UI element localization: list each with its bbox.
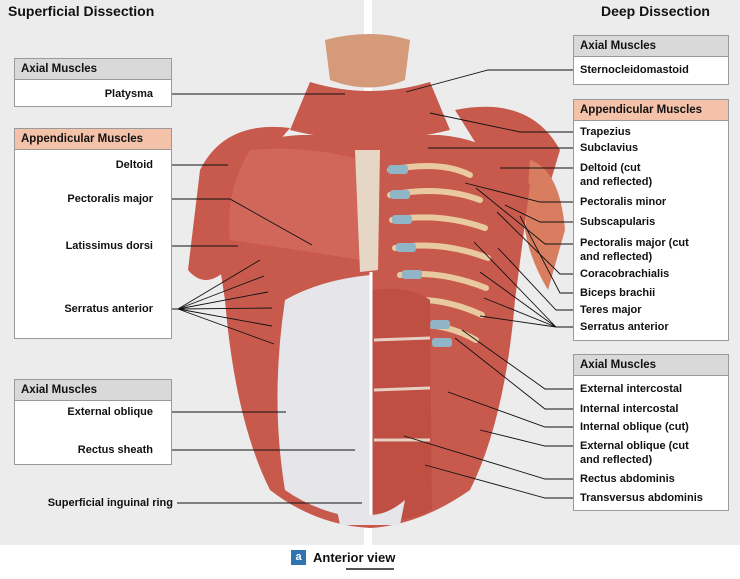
label-serratus-anterior-left: Serratus anterior xyxy=(64,303,153,315)
caption-area xyxy=(0,545,740,579)
right-axial-muscles-box-1: Axial Muscles xyxy=(573,35,729,85)
figure-caption: a Anterior view xyxy=(291,548,395,566)
box-header: Appendicular Muscles xyxy=(15,129,171,150)
tendinous-intersections xyxy=(373,336,431,442)
label-internal-oblique-cut: Internal oblique (cut) xyxy=(580,421,689,433)
leader-lines-right xyxy=(403,69,574,499)
label-external-oblique-cut-reflected: External oblique (cut and reflected) xyxy=(580,440,689,466)
rectus-abdominis-shape xyxy=(372,288,432,522)
label-external-oblique: External oblique xyxy=(67,406,153,418)
left-pectoralis-major-shape xyxy=(229,148,360,260)
label-internal-intercostal: Internal intercostal xyxy=(580,403,679,415)
box-header: Axial Muscles xyxy=(574,355,728,376)
label-coracobrachialis: Coracobrachialis xyxy=(580,268,670,280)
deep-dissection-title: Deep Dissection xyxy=(601,3,710,19)
superficial-dissection-title: Superficial Dissection xyxy=(8,3,155,19)
rectus-sheath-shape xyxy=(277,275,372,520)
right-axial-muscles-box-2: Axial Muscles xyxy=(573,354,729,511)
box-header: Axial Muscles xyxy=(574,36,728,57)
left-axial-muscles-box-2: Axial Muscles xyxy=(14,379,172,465)
head-shape xyxy=(325,34,410,88)
label-rectus-abdominis: Rectus abdominis xyxy=(580,473,675,485)
label-pectoralis-minor: Pectoralis minor xyxy=(580,196,667,208)
label-deltoid: Deltoid xyxy=(115,159,153,171)
right-arm-shape xyxy=(525,160,565,290)
box-header: Axial Muscles xyxy=(15,380,171,401)
label-teres-major: Teres major xyxy=(580,304,642,316)
label-external-intercostal: External intercostal xyxy=(580,383,683,395)
costal-cartilage xyxy=(388,165,452,347)
caption-text: Anterior view xyxy=(313,549,396,565)
label-subclavius: Subclavius xyxy=(580,142,639,154)
label-transversus-abdominis: Transversus abdominis xyxy=(580,492,703,504)
label-subscapularis: Subscapularis xyxy=(580,216,656,228)
label-rectus-sheath: Rectus sheath xyxy=(77,444,153,456)
caption-badge: a xyxy=(291,549,306,565)
label-biceps-brachii: Biceps brachii xyxy=(580,287,656,299)
label-trapezius: Trapezius xyxy=(580,126,631,138)
label-pectoralis-major: Pectoralis major xyxy=(67,193,153,205)
label-pectoralis-major-cut-reflected: Pectoralis major (cut and reflected) xyxy=(580,237,689,263)
sternum-shape xyxy=(355,150,380,272)
label-latissimus-dorsi: Latissimus dorsi xyxy=(65,240,153,252)
right-appendicular-muscles-box: Appendicular Muscles xyxy=(573,99,729,341)
label-deltoid-cut-reflected: Deltoid (cut and reflected) xyxy=(580,162,653,188)
box-header: Appendicular Muscles xyxy=(574,100,728,121)
left-axial-muscles-box-1: Axial Muscles xyxy=(14,58,172,107)
label-serratus-anterior-right: Serratus anterior xyxy=(580,321,669,333)
label-sternocleidomastoid: Sternocleidomastoid xyxy=(580,64,689,76)
left-appendicular-muscles-box: Appendicular Muscles xyxy=(14,128,172,339)
neck-muscles xyxy=(290,82,450,140)
box-header: Axial Muscles xyxy=(15,59,171,80)
caption-underline xyxy=(346,568,394,570)
label-platysma: Platysma xyxy=(104,88,153,100)
label-superficial-inguinal-ring: Superficial inguinal ring xyxy=(47,497,173,509)
inguinal-region-shape xyxy=(335,500,405,525)
